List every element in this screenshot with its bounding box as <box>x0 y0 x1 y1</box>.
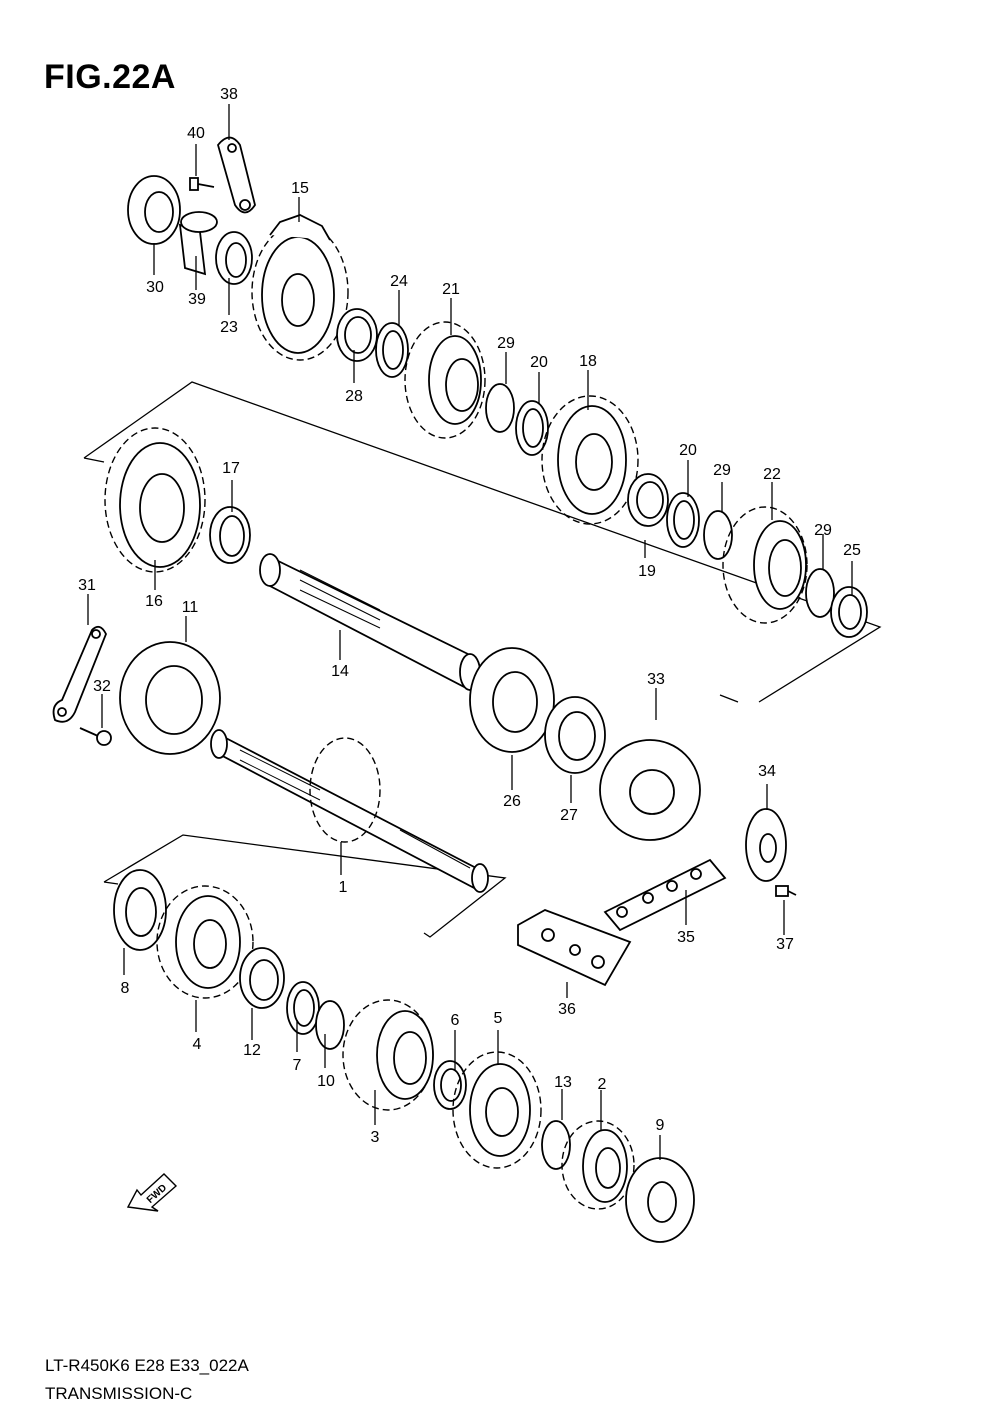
callout-1: 1 <box>339 879 348 896</box>
washer-20b <box>666 492 700 548</box>
callout-2: 2 <box>598 1076 607 1093</box>
callout-29a: 29 <box>497 335 515 352</box>
callout-8: 8 <box>121 980 130 997</box>
callout-20a: 20 <box>530 354 548 371</box>
bearing-30 <box>127 175 181 245</box>
callout-40: 40 <box>187 125 205 142</box>
callout-22: 22 <box>763 466 781 483</box>
gear-22 <box>722 506 808 624</box>
gear-3 <box>342 999 434 1111</box>
callout-29c: 29 <box>814 522 832 539</box>
bushing-17 <box>209 506 251 564</box>
callout-38: 38 <box>220 86 238 103</box>
sprocket-33 <box>599 739 701 841</box>
driveshaft-group-box <box>103 834 507 938</box>
plate-34 <box>745 808 787 882</box>
gear-16 <box>104 427 206 573</box>
diagram-name: TRANSMISSION-C <box>45 1384 193 1403</box>
callout-18: 18 <box>579 353 597 370</box>
callout-34: 34 <box>758 763 776 780</box>
circlip-29b <box>703 510 733 560</box>
circlip-29c <box>805 568 835 618</box>
circlip-29a <box>485 383 515 433</box>
callout-39: 39 <box>188 291 206 308</box>
callout-36: 36 <box>558 1001 576 1018</box>
circlip-10 <box>315 1000 345 1050</box>
washer-24 <box>375 322 409 378</box>
callout-4: 4 <box>193 1036 202 1053</box>
callout-23: 23 <box>220 319 238 336</box>
callout-26: 26 <box>503 793 521 810</box>
gear-4 <box>156 885 254 999</box>
forward-arrow-icon: FWD <box>126 1173 178 1212</box>
countershaft-14 <box>259 553 481 692</box>
washer-8 <box>113 869 167 951</box>
gear-21 <box>404 321 486 439</box>
callout-3: 3 <box>371 1129 380 1146</box>
callout-25: 25 <box>843 542 861 559</box>
callout-30: 30 <box>146 279 164 296</box>
washer-6 <box>433 1060 467 1110</box>
callout-28: 28 <box>345 388 363 405</box>
screw-32 <box>79 727 112 746</box>
figure-title: FIG.22A <box>44 58 176 96</box>
gear-2 <box>561 1120 635 1210</box>
callout-35: 35 <box>677 929 695 946</box>
oil-seal-27 <box>544 696 606 774</box>
callout-20b: 20 <box>679 442 697 459</box>
diagram-code: LT-R450K6 E28 E33_022A <box>45 1356 249 1375</box>
leader-lines <box>87 104 853 1160</box>
chain-35 <box>603 858 727 932</box>
callout-32: 32 <box>93 678 111 695</box>
callout-29b: 29 <box>713 462 731 479</box>
gear-18 <box>541 395 639 525</box>
bushing-39 <box>178 211 218 276</box>
callout-5: 5 <box>494 1010 503 1027</box>
callout-13: 13 <box>554 1074 572 1091</box>
screw-40 <box>189 177 215 191</box>
callout-16: 16 <box>145 593 163 610</box>
bushing-12 <box>239 947 285 1009</box>
callout-12: 12 <box>243 1042 261 1059</box>
callout-33: 33 <box>647 671 665 688</box>
bearing-26 <box>469 647 555 753</box>
callout-14: 14 <box>331 663 349 680</box>
bearing-9 <box>625 1157 695 1243</box>
callout-7: 7 <box>293 1057 302 1074</box>
washer-23 <box>215 231 253 285</box>
callout-9: 9 <box>656 1117 665 1134</box>
countershaft-group-box <box>83 381 882 703</box>
callout-21: 21 <box>442 281 460 298</box>
callout-10: 10 <box>317 1073 335 1090</box>
plate-31 <box>52 625 107 723</box>
bolt-37 <box>775 885 797 897</box>
callout-19: 19 <box>638 563 656 580</box>
callout-24: 24 <box>390 273 408 290</box>
gear-5 <box>452 1051 542 1169</box>
callout-17: 17 <box>222 460 240 477</box>
callout-11: 11 <box>182 599 199 616</box>
bearing-28 <box>336 308 378 362</box>
callout-15: 15 <box>291 180 309 197</box>
bearing-11 <box>119 641 221 755</box>
washer-25 <box>830 586 868 638</box>
callout-27: 27 <box>560 807 578 824</box>
bearing-19 <box>627 473 669 527</box>
callout-37: 37 <box>776 936 794 953</box>
joint-set-36 <box>517 909 632 987</box>
plate-38 <box>217 136 256 214</box>
gear-15 <box>251 214 349 361</box>
callout-31: 31 <box>78 577 96 594</box>
washer-7 <box>286 981 320 1035</box>
callout-6: 6 <box>451 1012 460 1029</box>
driveshaft-1 <box>210 729 489 893</box>
